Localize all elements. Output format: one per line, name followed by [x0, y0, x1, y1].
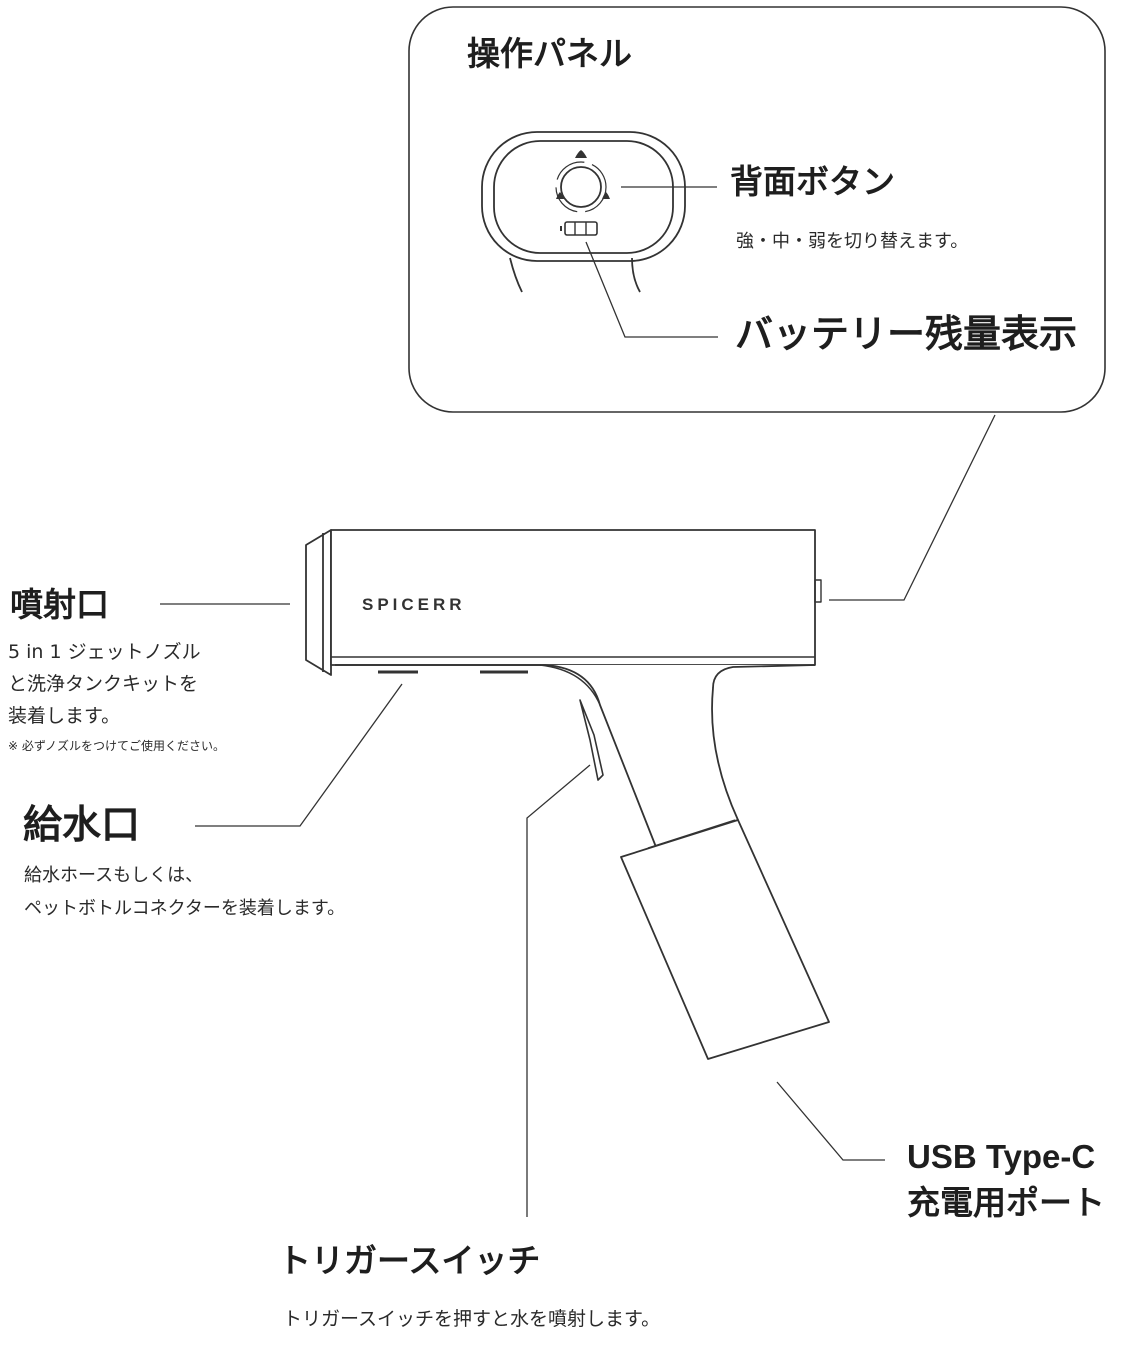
panel-callout-box — [408, 6, 1106, 413]
battery-title: バッテリー残量表示 — [735, 312, 1078, 356]
trigger-leader — [526, 764, 591, 1217]
water-inlet-leader — [195, 683, 403, 827]
water-inlet-desc-2: ペットボトルコネクターを装着します。 — [24, 898, 346, 919]
battery-leader — [585, 241, 718, 338]
panel-title: 操作パネル — [467, 34, 632, 73]
water-inlet-title: 給水口 — [23, 803, 141, 848]
nozzle-desc-2: と洗浄タンクキットを — [8, 673, 199, 695]
back-button-graphic — [560, 166, 602, 208]
usb-leader — [776, 1081, 885, 1161]
trigger-title: トリガースイッチ — [278, 1241, 541, 1280]
nozzle-title: 噴射口 — [10, 585, 109, 624]
nozzle-desc-1: 5 in 1 ジェットノズル — [8, 641, 201, 663]
battery-indicator-graphic — [564, 221, 598, 236]
brand-logo: SPICERR — [362, 595, 466, 614]
back-button-desc: 強・中・弱を切り替えます。 — [736, 231, 969, 252]
usb-title-1: USB Type-C — [907, 1138, 1096, 1175]
usb-title-2: 充電用ポート — [907, 1183, 1105, 1222]
device-body — [305, 529, 830, 1060]
nozzle-note: ※ 必ずノズルをつけてご使用ください。 — [8, 739, 226, 753]
water-inlet-desc-1: 給水ホースもしくは、 — [24, 865, 204, 886]
back-button-title: 背面ボタン — [730, 162, 895, 201]
trigger-desc: トリガースイッチを押すと水を噴射します。 — [283, 1308, 661, 1330]
nozzle-desc-3: 装着します。 — [8, 705, 121, 727]
panel-leader — [829, 414, 996, 601]
panel-closeup — [481, 131, 686, 293]
